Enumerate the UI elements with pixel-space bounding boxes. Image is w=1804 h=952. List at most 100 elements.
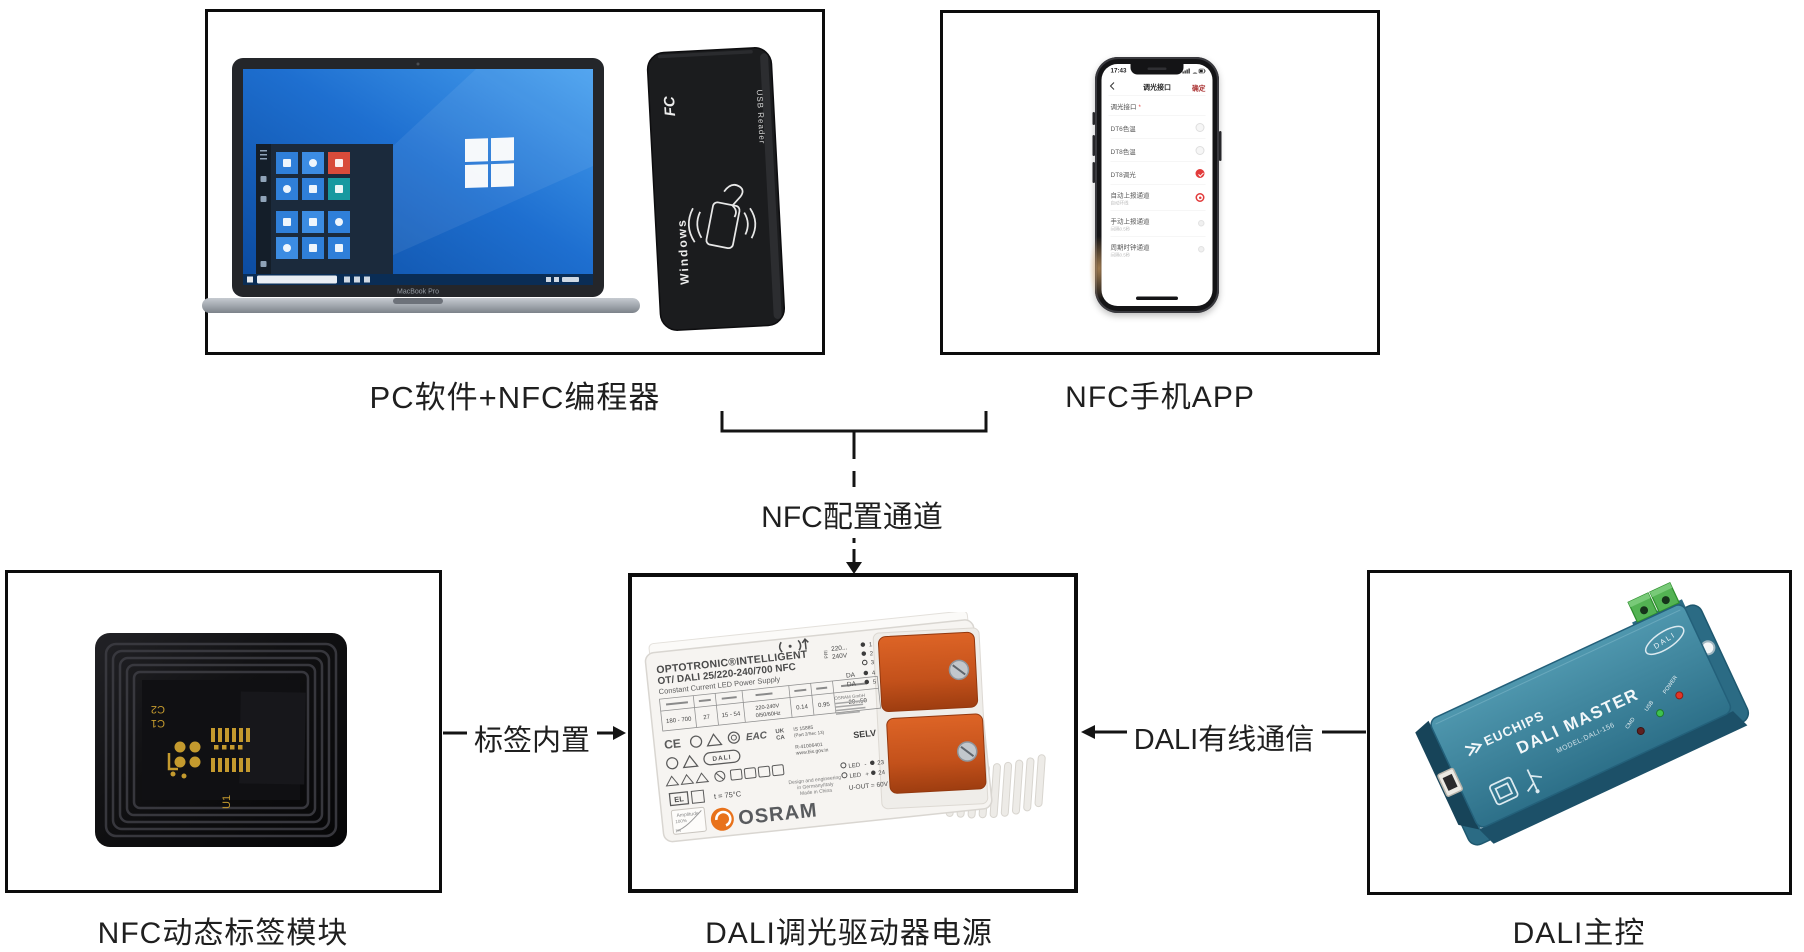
- svg-text:180 - 700: 180 - 700: [666, 716, 693, 725]
- merge-bracket-line: [720, 411, 988, 433]
- start-menu: [256, 144, 393, 275]
- svg-text:+: +: [865, 772, 870, 778]
- phone-side-button: [1092, 135, 1095, 156]
- driver-right-column: PRI 220... 240V 1 2 3 DA 4 DA 5 OSRAM Gm…: [823, 642, 889, 792]
- nfc-channel-label: NFC配置通道: [761, 501, 943, 534]
- svg-text:USB: USB: [1644, 700, 1656, 713]
- phone-side-button: [1092, 112, 1095, 125]
- ref-c2-text: C2: [151, 703, 165, 715]
- phone-speaker: [1147, 67, 1167, 70]
- antenna-coil-icon: [104, 642, 338, 838]
- fcc-mark-text: FC: [661, 95, 679, 117]
- master-box-caption: DALI主控: [1512, 917, 1646, 950]
- nfc-reader-image: FC USB Reader Windows: [646, 47, 786, 331]
- svg-text:15 - 54: 15 - 54: [721, 711, 741, 719]
- svg-text:0/50/60Hz: 0/50/60Hz: [755, 711, 781, 720]
- wired-label: DALI有线通信: [1133, 724, 1315, 756]
- windows-logo-icon: [465, 137, 514, 188]
- svg-text:UK: UK: [775, 728, 785, 735]
- terminal-cover: [886, 713, 987, 794]
- usb-icon: [1489, 769, 1543, 806]
- svg-text:OSRAM GmbH: OSRAM GmbH: [834, 693, 865, 701]
- required-mark: *: [1138, 103, 1141, 111]
- svg-text:www.bis.gov.in: www.bis.gov.in: [796, 747, 829, 756]
- svg-text:Amplitude: Amplitude: [676, 811, 699, 819]
- list-item: 周期时钟通道 间隔0.5秒: [1102, 237, 1213, 263]
- phone-side-button: [1219, 131, 1222, 161]
- list-item: DT6色温: [1102, 116, 1213, 139]
- svg-text:0.95: 0.95: [818, 702, 831, 709]
- nfc-antenna-icon: [778, 638, 809, 653]
- wifi-icon: [1192, 72, 1198, 74]
- chip-footprint-icon: [211, 728, 250, 772]
- laptop-brand-text: MacBook Pro: [397, 289, 439, 296]
- dali-pill-icon: [703, 749, 741, 766]
- status-time: 17:43: [1110, 67, 1127, 74]
- arrow-head-down-icon: [846, 562, 862, 574]
- phone-side-button: [1092, 162, 1095, 183]
- svg-text:LED: LED: [849, 772, 862, 779]
- svg-text:CA: CA: [776, 735, 786, 742]
- svg-text:DA: DA: [847, 681, 857, 689]
- driver-box-caption: DALI调光驱动器电源: [705, 917, 993, 950]
- battery-icon: [1198, 68, 1205, 74]
- windows-text: Windows: [674, 218, 691, 285]
- dali-driver-image: OPTOTRONIC®INTELLIGENT OT/ DALI 25/220-2…: [644, 612, 1046, 843]
- usb-b-port: [1437, 767, 1463, 797]
- laptop-base: [202, 298, 640, 313]
- list-item: 自动上报通道 自动环线: [1102, 185, 1213, 211]
- confirm-button: 确定: [1192, 84, 1206, 93]
- svg-text:in Germany/Italy: in Germany/Italy: [797, 781, 834, 791]
- spec-table: 180 - 700 27 15 - 54 220-240V 0/50/60Hz …: [659, 675, 882, 732]
- el-mark: EL: [674, 794, 685, 804]
- svg-text:4: 4: [872, 670, 877, 676]
- pc-box-caption: PC软件+NFC编程器: [369, 380, 661, 415]
- svg-text:R-41006401: R-41006401: [795, 742, 823, 751]
- radio-icon: [1195, 146, 1205, 155]
- svg-text:DA: DA: [846, 672, 856, 680]
- app-field-row: 调光接口*: [1102, 97, 1213, 115]
- taskbar-search: [257, 275, 337, 284]
- power-led-icon: [1675, 691, 1684, 700]
- app-option-list: DT6色温 DT8色温 DT8调光 自动上报通道 自动环线: [1102, 116, 1213, 263]
- svg-text:240V: 240V: [832, 652, 848, 661]
- svg-text:IS 15885: IS 15885: [793, 725, 814, 733]
- nfc-tag-image: C2 C1 U1: [95, 633, 347, 847]
- phone-notch: [1130, 64, 1184, 75]
- radio-small-icon: [1198, 246, 1205, 253]
- arrow-head-left-icon: [1081, 725, 1095, 739]
- svg-text:PRI: PRI: [823, 650, 830, 659]
- start-button-icon: [247, 276, 253, 283]
- tag-box-caption: NFC动态标签模块: [97, 917, 349, 950]
- taskbar: [243, 274, 593, 285]
- svg-text:Design and engineering: Design and engineering: [788, 775, 841, 787]
- amplitude-box: Amplitude 100% 1%: [670, 806, 707, 835]
- svg-text:0.14: 0.14: [796, 704, 809, 711]
- builtin-label: 标签内置: [473, 725, 590, 757]
- ref-u1-text: U1: [221, 795, 233, 809]
- svg-text:27: 27: [703, 714, 711, 721]
- svg-text:DALI: DALI: [712, 754, 732, 763]
- list-item: DT8调光: [1102, 162, 1213, 185]
- laptop-image: MacBook Pro: [202, 58, 640, 313]
- phone-image: 17:43 调光接口 确定 调光接口*: [1088, 56, 1226, 318]
- list-item: DT8色温: [1102, 139, 1213, 162]
- svg-text:1: 1: [869, 642, 874, 648]
- cmd-led-icon: [1636, 726, 1645, 735]
- list-item: 手动上报通道 间隔0.5秒: [1102, 211, 1213, 237]
- svg-text:100%: 100%: [675, 818, 687, 824]
- start-tiles: [276, 152, 350, 259]
- svg-text:LED: LED: [848, 763, 861, 770]
- svg-text:Made in China: Made in China: [800, 788, 833, 797]
- app-nav-bar: 调光接口 确定: [1102, 78, 1213, 94]
- ref-c1-text: C1: [151, 717, 165, 729]
- ce-mark-icon: CE: [664, 736, 682, 752]
- svg-text:24: 24: [878, 770, 886, 777]
- radio-small-icon: [1198, 220, 1205, 227]
- selv-text: SELV: [853, 728, 877, 740]
- triangle-mark-icon: [706, 733, 723, 747]
- dali-master-image: EUCHIPS DALI MASTER MODEL:DALI-156 CMD U…: [1415, 581, 1750, 846]
- radio-checked-icon: [1195, 169, 1205, 178]
- euchips-chevron-icon: [1464, 742, 1483, 757]
